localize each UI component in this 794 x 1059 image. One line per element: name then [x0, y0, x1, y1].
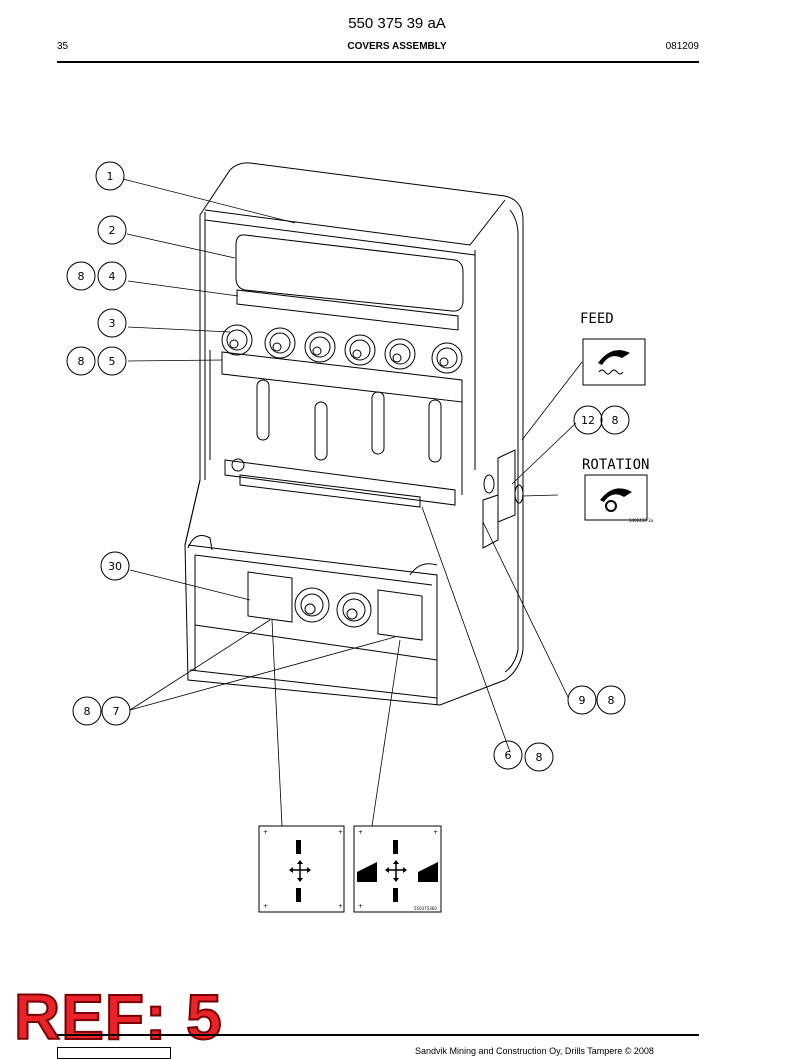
rotation-ref-label: 5402436 3a [629, 518, 654, 523]
callout-label: 3 [109, 317, 116, 330]
cabinet-top-edge [204, 199, 506, 246]
wave-icon [598, 369, 624, 375]
callout-label: 1 [107, 170, 114, 183]
callout-label: 30 [108, 560, 122, 573]
callout-label: 4 [109, 270, 116, 283]
cabinet-outline [184, 162, 524, 706]
svg-text:+: + [358, 903, 363, 910]
footer-copyright: Sandvik Mining and Construction Oy, Dril… [415, 1046, 654, 1056]
callout-label: 8 [84, 705, 91, 718]
callout-label: 8 [612, 414, 619, 427]
callout-labels: 1 2 8 4 3 8 5 12 8 30 9 8 8 7 6 8 [78, 170, 619, 764]
decal-left: + + + + [258, 825, 345, 913]
page-number: 35 [57, 41, 69, 52]
svg-text:+: + [358, 829, 363, 836]
callout-label: 8 [536, 751, 543, 764]
callout-label: 8 [78, 270, 85, 283]
decal-right: + + + 550375360 [353, 825, 442, 913]
callout-label: 9 [579, 694, 586, 707]
svg-text:+: + [263, 829, 268, 836]
callout-label: 6 [505, 749, 512, 762]
decal-ref-label: 550375360 [414, 906, 437, 911]
display-window [235, 234, 464, 312]
callout-label: 8 [608, 694, 615, 707]
sandvik-logo [57, 1047, 171, 1059]
date-code: 081209 [665, 41, 699, 52]
callout-label: 8 [78, 355, 85, 368]
feed-decal [582, 338, 646, 386]
section-title: COVERS ASSEMBLY [347, 41, 447, 52]
rotation-decal [584, 474, 648, 521]
rotation-icon [605, 500, 617, 512]
rotation-label: ROTATION [582, 457, 649, 473]
ref-stamp: REF: 5 [13, 981, 223, 1053]
callout-label: 5 [109, 355, 116, 368]
svg-text:+: + [338, 829, 343, 836]
rotation-arc-icon [600, 488, 632, 502]
footer-rule [57, 1034, 699, 1036]
callout-label: 12 [581, 414, 595, 427]
svg-text:+: + [338, 903, 343, 910]
svg-text:+: + [263, 903, 268, 910]
callout-label: 2 [109, 224, 116, 237]
plate-left [247, 571, 293, 623]
upper-handles [221, 324, 463, 374]
feed-label: FEED [580, 311, 614, 327]
plate-right [377, 589, 423, 641]
header-rule [57, 61, 699, 63]
feed-icon [598, 350, 630, 365]
callout-label: 7 [113, 705, 120, 718]
lower-handles [294, 587, 372, 628]
document-number: 550 375 39 aA [348, 15, 446, 32]
svg-text:+: + [433, 829, 438, 836]
